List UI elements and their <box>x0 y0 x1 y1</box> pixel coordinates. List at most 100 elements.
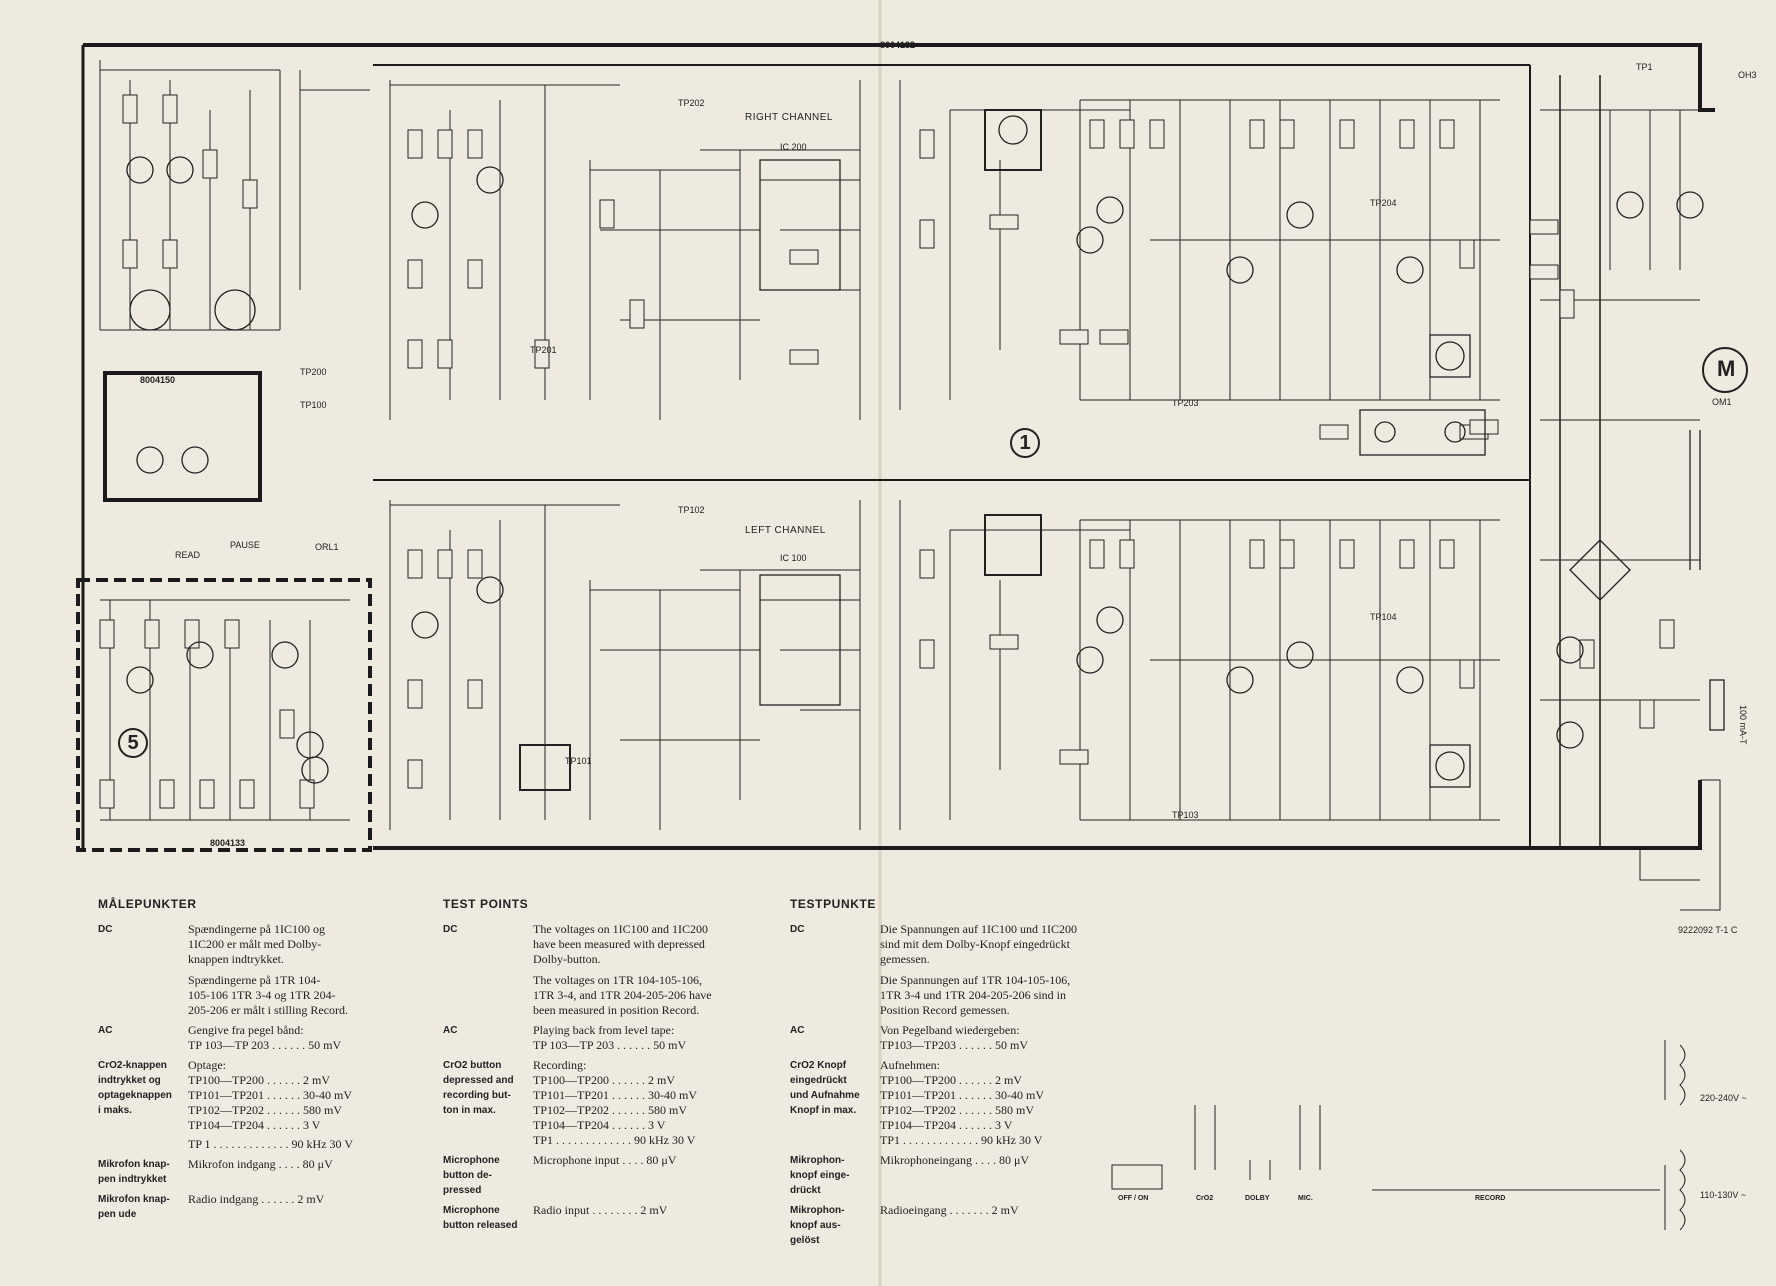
danish-dc-line: 105-106 1TR 3-4 og 1TR 204- <box>188 988 336 1002</box>
german-cro2-line: TP101—TP201 . . . . . . 30-40 mV <box>880 1088 1045 1102</box>
tp200-label: TP200 <box>300 367 327 377</box>
orl1-label: ORL1 <box>315 542 339 552</box>
danish-dc-key: DC <box>98 924 113 935</box>
motor-ref: OM1 <box>1712 397 1732 407</box>
german-cro2-line: TP102—TP202 . . . . . . 580 mV <box>880 1103 1035 1117</box>
english-dc-line: The voltages on 1IC100 and 1IC200 <box>533 922 708 936</box>
english-ac-line: Playing back from level tape: <box>533 1023 675 1037</box>
english-dc-line: have been measured with depressed <box>533 937 705 951</box>
danish-dc-line: 205-206 er målt i stilling Record. <box>188 1003 348 1017</box>
danish-ac-key: AC <box>98 1025 113 1036</box>
english-dc-line: The voltages on 1TR 104-105-106, <box>533 973 702 987</box>
german-mic-key: Mikrophon- <box>790 1155 845 1166</box>
german-mic-key: drückt <box>790 1185 821 1196</box>
german-cro2-key: und Aufnahme <box>790 1090 860 1101</box>
tp104-label: TP104 <box>1370 612 1397 622</box>
danish-radio-line: Radio indgang . . . . . . 2 mV <box>188 1192 325 1206</box>
danish-cro2-key: optageknappen <box>98 1090 172 1101</box>
danish-mic-key: pen indtrykket <box>98 1174 167 1185</box>
danish-dc-line: Spændingerne på 1IC100 og <box>188 922 325 936</box>
danish-ac-line: Gengive fra pegel bånd: <box>188 1023 304 1037</box>
german-dc-line: 1TR 3-4 und 1TR 204-205-206 sind in <box>880 988 1066 1002</box>
dolby-switch-label: DOLBY <box>1245 1195 1270 1202</box>
german-radio-key: Mikrophon- <box>790 1205 845 1216</box>
german-cro2-line: TP1 . . . . . . . . . . . . . 90 kHz 30 … <box>880 1133 1043 1147</box>
tp100-label: TP100 <box>300 400 327 410</box>
english-dc-line: Dolby-button. <box>533 952 601 966</box>
english-mic-key: pressed <box>443 1185 482 1196</box>
german-cro2-line: Aufnehmen: <box>880 1058 940 1072</box>
danish-cro2-line: Optage: <box>188 1058 226 1072</box>
document-reference: 9222092 T-1 C <box>1678 925 1738 935</box>
danish-dc-line: Spændingerne på 1TR 104- <box>188 973 321 987</box>
german-cro2-key: Knopf in max. <box>790 1105 857 1116</box>
ic200-label: IC 200 <box>780 142 807 152</box>
danish-mic-key: Mikrofon knap- <box>98 1159 170 1170</box>
german-title: TESTPUNKTE <box>790 897 877 911</box>
english-mic-line: Microphone input . . . . 80 μV <box>533 1153 677 1167</box>
german-dc-line: Die Spannungen auf 1TR 104-105-106, <box>880 973 1071 987</box>
danish-cro2-key: i maks. <box>98 1105 132 1116</box>
german-column: TESTPUNKTE DC Die Spannungen auf 1IC100 … <box>790 897 1120 1253</box>
pause-label: PAUSE <box>230 540 260 550</box>
block-1-marker: 1 <box>1010 428 1040 458</box>
tp201-label: TP201 <box>530 345 557 355</box>
german-cro2-line: TP100—TP200 . . . . . . 2 mV <box>880 1073 1023 1087</box>
english-ac-key: AC <box>443 1025 458 1036</box>
danish-cro2-line: TP 1 . . . . . . . . . . . . . 90 kHz 30… <box>188 1137 353 1151</box>
off-on-switch-label: OFF / ON <box>1118 1195 1149 1202</box>
danish-cro2-line: TP104—TP204 . . . . . . 3 V <box>188 1118 321 1132</box>
right-channel-label: RIGHT CHANNEL <box>745 112 833 123</box>
tp103-label: TP103 <box>1172 810 1199 820</box>
german-mic-key: knopf einge- <box>790 1170 850 1181</box>
record-switch-label: RECORD <box>1475 1195 1506 1202</box>
english-cro2-line: TP1 . . . . . . . . . . . . . 90 kHz 30 … <box>533 1133 696 1147</box>
mid-part-code: 8004150 <box>140 375 176 385</box>
top-part-code: 8004132 <box>880 40 916 50</box>
english-cro2-line: TP101—TP201 . . . . . . 30-40 mV <box>533 1088 698 1102</box>
cro2-switch-label: CrO2 <box>1196 1195 1214 1202</box>
danish-dc-line: 1IC200 er målt med Dolby- <box>188 937 322 951</box>
english-cro2-line: TP102—TP202 . . . . . . 580 mV <box>533 1103 688 1117</box>
english-cro2-key: ton in max. <box>443 1105 496 1116</box>
danish-ac-line: TP 103—TP 203 . . . . . . 50 mV <box>188 1038 342 1052</box>
english-cro2-key: depressed and <box>443 1075 514 1086</box>
english-mic-key: Microphone <box>443 1155 500 1166</box>
german-dc-line: sind mit dem Dolby-Knopf eingedrückt <box>880 937 1070 951</box>
danish-radio-key: Mikrofon knap- <box>98 1194 170 1205</box>
english-radio-key: button released <box>443 1220 518 1231</box>
read-label: READ <box>175 550 201 560</box>
english-radio-key: Microphone <box>443 1205 500 1216</box>
german-radio-line: Radioeingang . . . . . . . 2 mV <box>880 1203 1019 1217</box>
tp101-label: TP101 <box>565 756 592 766</box>
mains-110-label: 110-130V ~ <box>1700 1190 1747 1200</box>
german-dc-line: gemessen. <box>880 952 930 966</box>
english-radio-line: Radio input . . . . . . . . 2 mV <box>533 1203 668 1217</box>
german-dc-line: Die Spannungen auf 1IC100 und 1IC200 <box>880 922 1077 936</box>
danish-title: MÅLEPUNKTER <box>98 897 197 911</box>
german-ac-key: AC <box>790 1025 805 1036</box>
german-radio-key: gelöst <box>790 1235 820 1246</box>
english-ac-line: TP 103—TP 203 . . . . . . 50 mV <box>533 1038 687 1052</box>
english-cro2-line: TP104—TP204 . . . . . . 3 V <box>533 1118 666 1132</box>
english-dc-key: DC <box>443 924 458 935</box>
danish-radio-key: pen ude <box>98 1209 137 1220</box>
german-dc-key: DC <box>790 924 805 935</box>
danish-cro2-line: TP100—TP200 . . . . . . 2 mV <box>188 1073 331 1087</box>
german-cro2-line: TP104—TP204 . . . . . . 3 V <box>880 1118 1013 1132</box>
mains-220-label: 220-240V ~ <box>1700 1093 1747 1103</box>
tp202-label: TP202 <box>678 98 705 108</box>
danish-column: MÅLEPUNKTER DC Spændingerne på 1IC100 og… <box>98 897 398 1227</box>
german-mic-line: Mikrophoneingang . . . . 80 μV <box>880 1153 1030 1167</box>
oh3-label: OH3 <box>1738 70 1757 80</box>
danish-mic-line: Mikrofon indgang . . . . 80 μV <box>188 1157 333 1171</box>
ic100-label: IC 100 <box>780 553 807 563</box>
danish-dc-line: knappen indtrykket. <box>188 952 284 966</box>
danish-cro2-key: indtrykket og <box>98 1075 161 1086</box>
german-ac-line: Von Pegelband wiedergeben: <box>880 1023 1020 1037</box>
german-radio-key: knopf aus- <box>790 1220 841 1231</box>
english-cro2-key: CrO2 button <box>443 1060 502 1071</box>
english-mic-key: button de- <box>443 1170 492 1181</box>
tp203-label: TP203 <box>1172 398 1199 408</box>
